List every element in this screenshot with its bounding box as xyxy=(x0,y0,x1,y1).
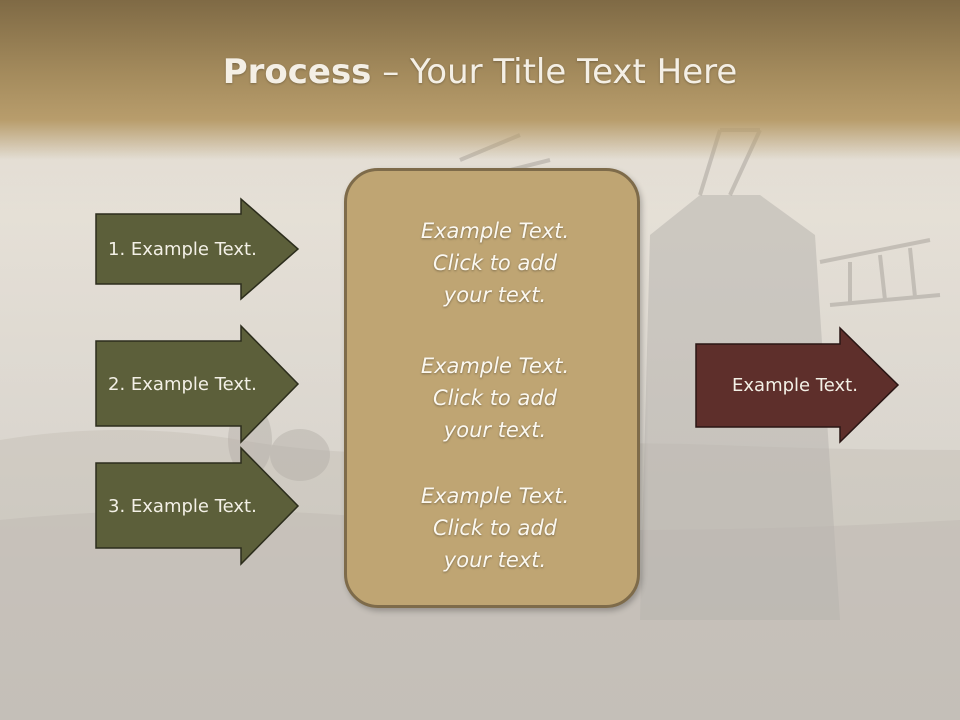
title-bold: Process xyxy=(222,52,372,92)
arrow-shape xyxy=(695,326,900,444)
arrow-shape xyxy=(95,197,300,301)
right-arrow: Example Text. xyxy=(695,326,900,444)
arrow-shape xyxy=(95,324,300,444)
center-text-box: Example Text. Click to add your text. Ex… xyxy=(344,168,640,608)
title-rest: – Your Title Text Here xyxy=(371,52,738,92)
right-arrow-label: Example Text. xyxy=(732,374,858,396)
left-arrow-label: 1. Example Text. xyxy=(108,238,257,260)
left-arrow-label: 2. Example Text. xyxy=(108,373,257,395)
arrow-shape xyxy=(95,446,300,566)
left-arrow-3: 3. Example Text. xyxy=(95,446,300,566)
center-text-item-2: Example Text. Click to add your text. xyxy=(420,354,570,442)
center-text-item-1: Example Text. Click to add your text. xyxy=(420,219,570,307)
left-arrow-1: 1. Example Text. xyxy=(95,197,300,301)
left-arrow-2: 2. Example Text. xyxy=(95,324,300,444)
title-band xyxy=(0,0,960,160)
center-text-item-3: Example Text. Click to add your text. xyxy=(420,484,570,572)
left-arrow-label: 3. Example Text. xyxy=(108,495,257,517)
slide-title: Process – Your Title Text Here xyxy=(0,52,960,92)
